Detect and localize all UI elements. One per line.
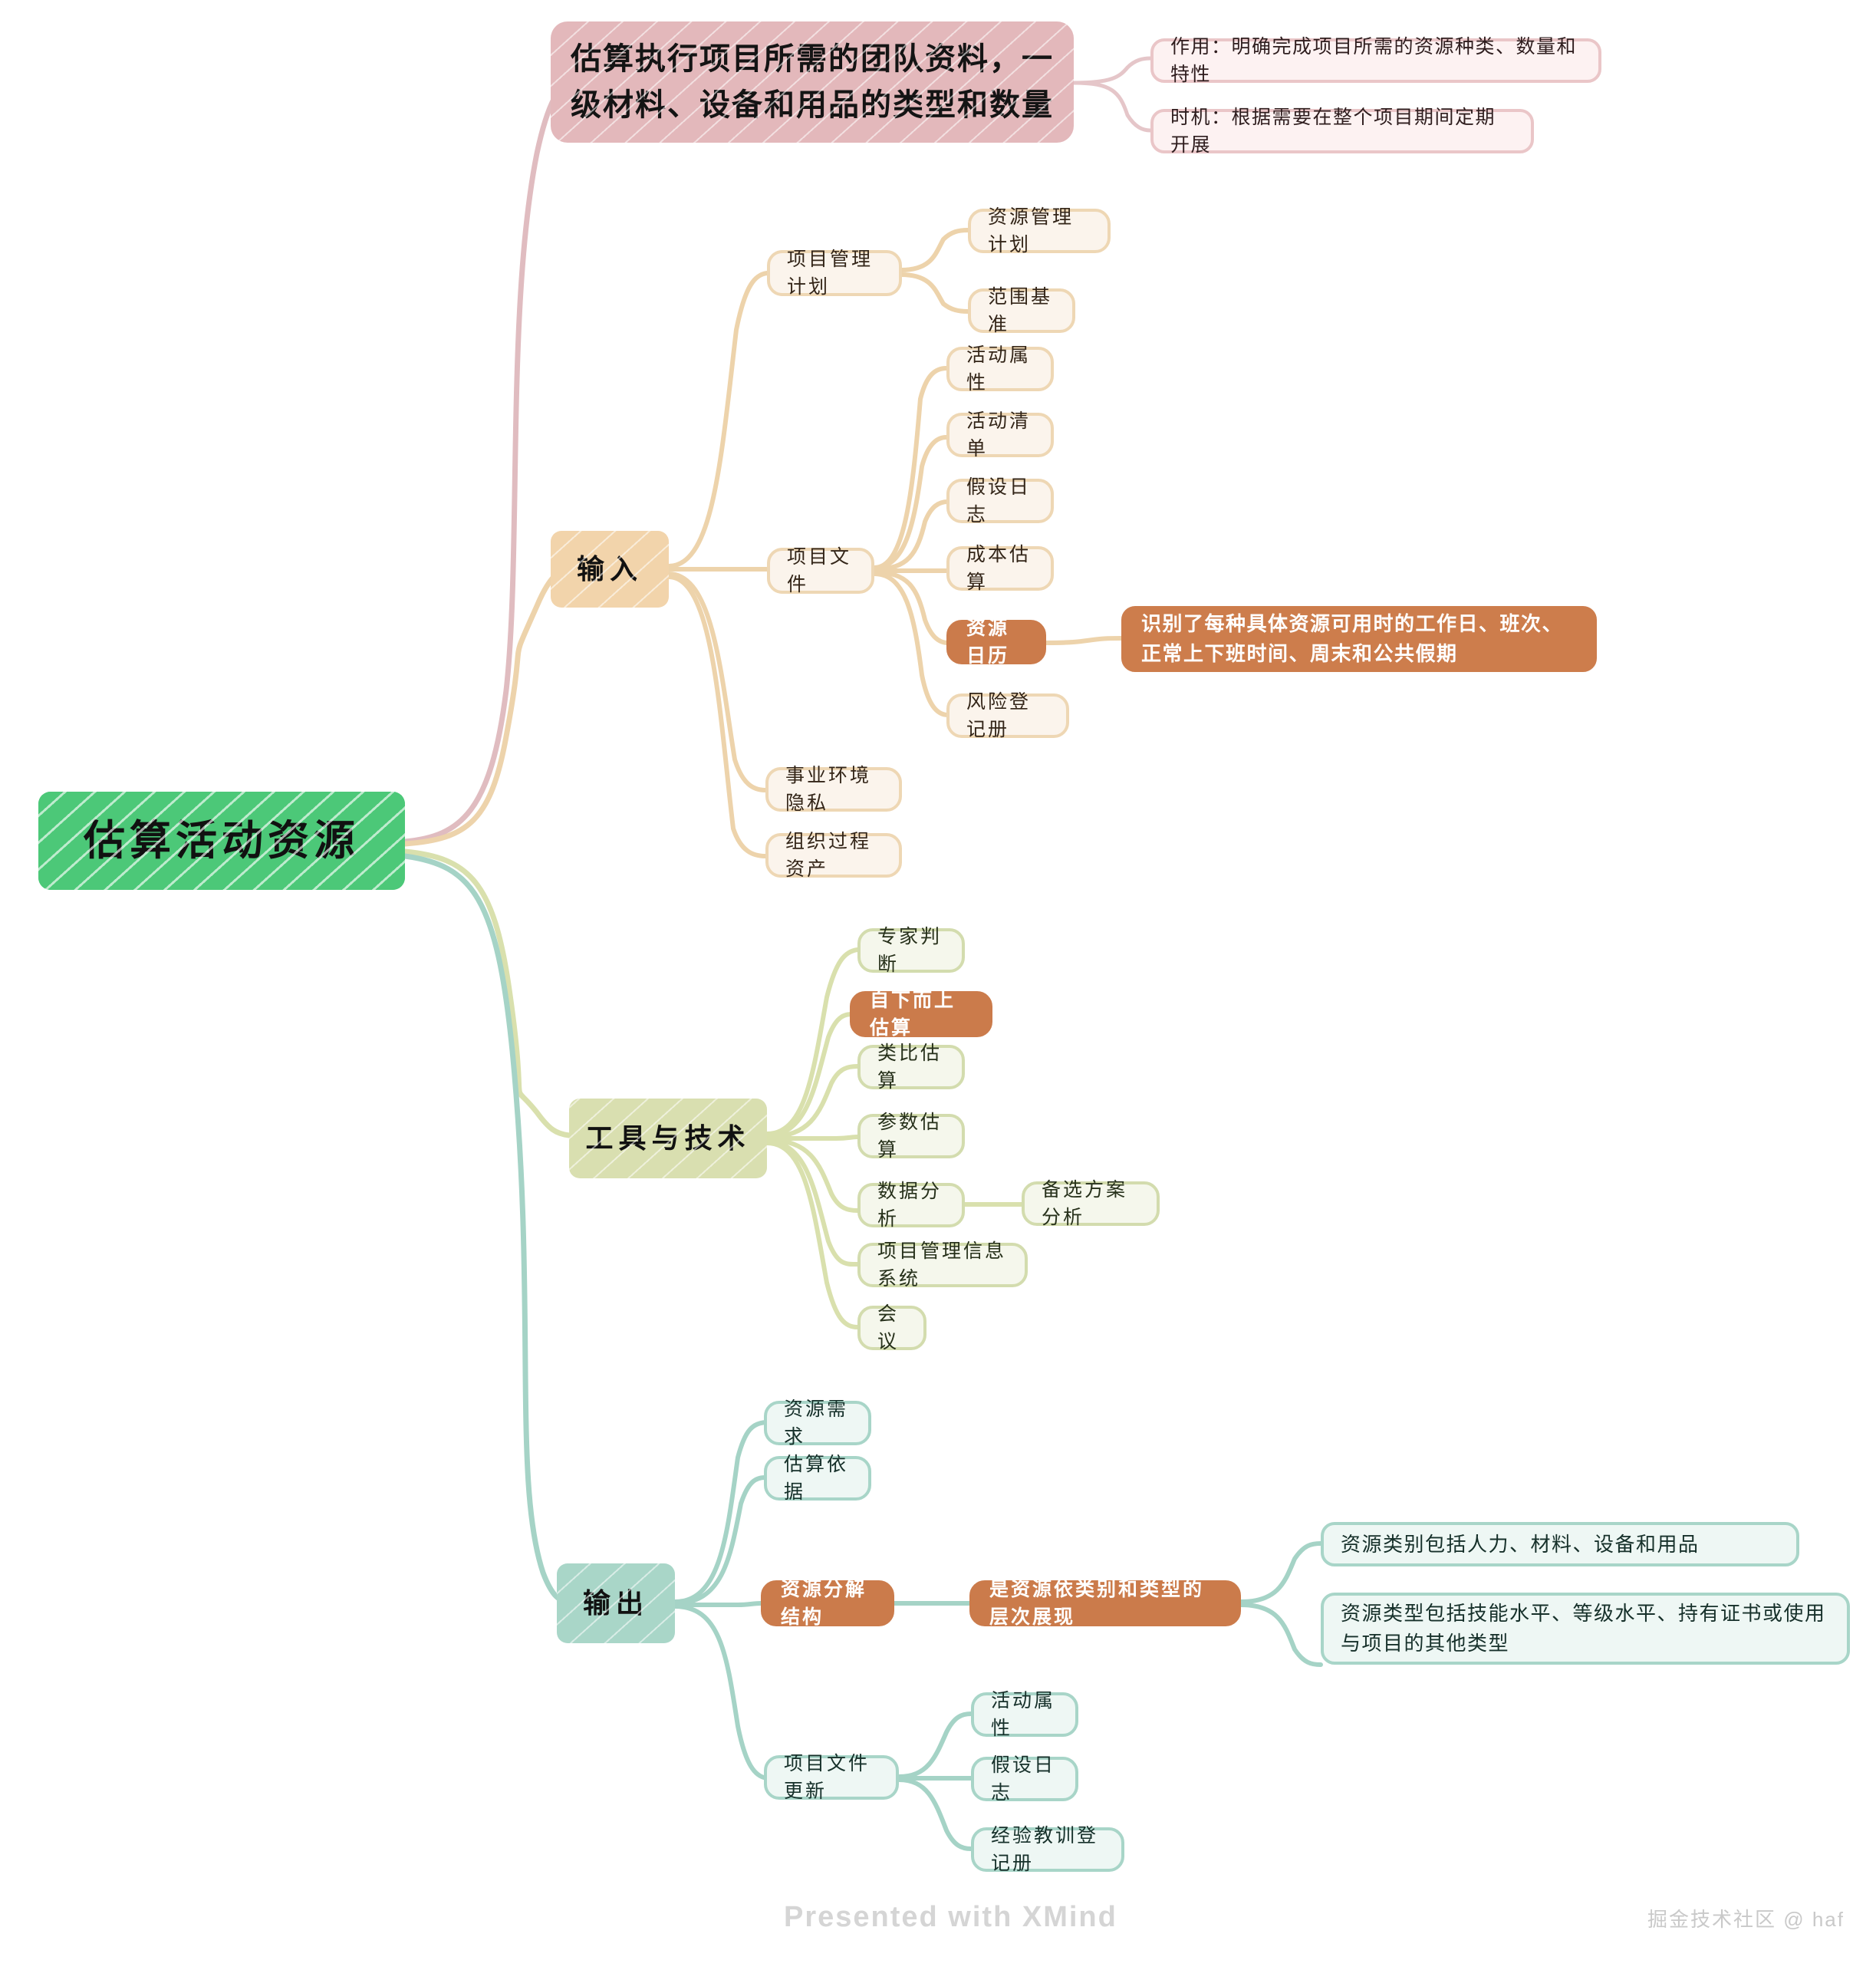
node-rbs-definition[interactable]: 是资源依类别和类型的层次展现 — [969, 1579, 1241, 1628]
node-resource-calendar[interactable]: 资源日历 — [946, 618, 1046, 667]
node-parametric-estimating-label: 参数估算 — [877, 1111, 943, 1161]
node-expert-judgment-label: 专家判断 — [877, 925, 943, 975]
branch-tools-and-techniques[interactable]: 工具与技术 — [569, 1099, 767, 1178]
note-resource-types[interactable]: 资源类型包括技能水平、等级水平、持有证书或使用与项目的其他类型 — [1321, 1593, 1850, 1665]
branch-input-label: 输入 — [576, 552, 643, 585]
note-resource-calendar[interactable]: 识别了每种具体资源可用时的工作日、班次、正常上下班时间、周末和公共假期 — [1121, 606, 1597, 672]
note-resource-types-label: 资源类型包括技能水平、等级水平、持有证书或使用与项目的其他类型 — [1341, 1602, 1826, 1655]
node-analogous-estimating-label: 类比估算 — [877, 1042, 943, 1092]
node-assumption-log-output[interactable]: 假设日志 — [971, 1754, 1078, 1804]
node-cost-estimate[interactable]: 成本估算 — [946, 544, 1054, 593]
summary-note-timing-label: 时机：根据需要在整个项目期间定期开展 — [1170, 106, 1496, 156]
node-resource-management-plan-label: 资源管理计划 — [988, 206, 1075, 255]
node-organizational-process-assets[interactable]: 组织过程资产 — [765, 831, 902, 880]
node-parametric-estimating[interactable]: 参数估算 — [857, 1112, 965, 1161]
summary-node-label: 估算执行项目所需的团队资料，一级材料、设备和用品的类型和数量 — [571, 42, 1054, 122]
node-project-document-updates-label: 项目文件更新 — [784, 1752, 871, 1802]
node-pmis[interactable]: 项目管理信息系统 — [857, 1240, 1028, 1290]
node-bottom-up-estimating-label: 自下而上估算 — [870, 989, 956, 1039]
root-node[interactable]: 估算活动资源 — [38, 792, 405, 890]
branch-tools-and-techniques-label: 工具与技术 — [585, 1122, 751, 1154]
node-scope-baseline-label: 范围基准 — [988, 285, 1053, 335]
node-project-document-updates[interactable]: 项目文件更新 — [764, 1753, 899, 1802]
node-resource-calendar-label: 资源日历 — [966, 617, 1010, 667]
node-activity-attributes-input-label: 活动属性 — [966, 344, 1032, 394]
node-rbs-definition-label: 是资源依类别和类型的层次展现 — [989, 1578, 1205, 1628]
node-enterprise-environmental-factors[interactable]: 事业环境隐私 — [765, 765, 902, 814]
node-enterprise-environmental-factors-label: 事业环境隐私 — [785, 764, 872, 814]
node-data-analysis[interactable]: 数据分析 — [857, 1181, 965, 1230]
node-project-documents[interactable]: 项目文件 — [767, 546, 874, 595]
node-activity-attributes-output[interactable]: 活动属性 — [971, 1690, 1078, 1739]
node-resource-requirements-label: 资源需求 — [784, 1398, 849, 1448]
summary-node[interactable]: 估算执行项目所需的团队资料，一级材料、设备和用品的类型和数量 — [551, 21, 1074, 143]
branch-input[interactable]: 输入 — [551, 531, 669, 608]
node-activity-attributes-output-label: 活动属性 — [991, 1689, 1056, 1739]
node-activity-list[interactable]: 活动清单 — [946, 410, 1054, 460]
watermark-label: 掘金技术社区 @ haf — [1647, 1908, 1845, 1931]
node-resource-breakdown-structure[interactable]: 资源分解结构 — [761, 1579, 894, 1628]
node-resource-management-plan[interactable]: 资源管理计划 — [968, 206, 1111, 255]
node-assumption-log-output-label: 假设日志 — [991, 1754, 1056, 1804]
node-analogous-estimating[interactable]: 类比估算 — [857, 1043, 965, 1092]
node-project-management-plan[interactable]: 项目管理计划 — [767, 249, 902, 298]
note-resource-categories-label: 资源类别包括人力、材料、设备和用品 — [1341, 1532, 1700, 1556]
note-resource-calendar-label: 识别了每种具体资源可用时的工作日、班次、正常上下班时间、周末和公共假期 — [1141, 612, 1564, 665]
node-alternatives-analysis[interactable]: 备选方案分析 — [1022, 1179, 1160, 1228]
node-assumption-log-input-label: 假设日志 — [966, 476, 1032, 525]
node-resource-requirements[interactable]: 资源需求 — [764, 1398, 871, 1448]
node-risk-register-label: 风险登记册 — [966, 690, 1032, 740]
xmind-brand: Presented with XMind — [784, 1901, 1117, 1934]
node-scope-baseline[interactable]: 范围基准 — [968, 286, 1075, 335]
node-activity-list-label: 活动清单 — [966, 410, 1032, 460]
node-alternatives-analysis-label: 备选方案分析 — [1042, 1178, 1128, 1228]
node-data-analysis-label: 数据分析 — [877, 1180, 943, 1230]
node-assumption-log-input[interactable]: 假设日志 — [946, 476, 1054, 525]
node-expert-judgment[interactable]: 专家判断 — [857, 926, 965, 975]
node-project-management-plan-label: 项目管理计划 — [787, 248, 874, 298]
node-project-documents-label: 项目文件 — [787, 545, 852, 595]
node-bottom-up-estimating[interactable]: 自下而上估算 — [850, 990, 992, 1039]
summary-note-purpose[interactable]: 作用：明确完成项目所需的资源种类、数量和特性 — [1150, 36, 1601, 85]
node-risk-register[interactable]: 风险登记册 — [946, 691, 1069, 740]
node-meetings[interactable]: 会议 — [857, 1303, 926, 1352]
node-activity-attributes-input[interactable]: 活动属性 — [946, 344, 1054, 394]
summary-note-timing[interactable]: 时机：根据需要在整个项目期间定期开展 — [1150, 107, 1534, 156]
node-resource-breakdown-structure-label: 资源分解结构 — [781, 1578, 867, 1628]
note-resource-categories[interactable]: 资源类别包括人力、材料、设备和用品 — [1321, 1522, 1799, 1566]
root-node-label: 估算活动资源 — [84, 817, 360, 864]
node-lessons-learned-register-label: 经验教训登记册 — [991, 1824, 1099, 1874]
node-basis-of-estimates-label: 估算依据 — [784, 1453, 849, 1503]
node-organizational-process-assets-label: 组织过程资产 — [785, 830, 872, 880]
xmind-brand-label: Presented with XMind — [784, 1901, 1117, 1933]
branch-output-label: 输出 — [582, 1586, 649, 1619]
watermark: 掘金技术社区 @ haf — [1647, 1904, 1845, 1932]
node-basis-of-estimates[interactable]: 估算依据 — [764, 1454, 871, 1503]
node-lessons-learned-register[interactable]: 经验教训登记册 — [971, 1825, 1124, 1874]
summary-note-purpose-label: 作用：明确完成项目所需的资源种类、数量和特性 — [1170, 35, 1578, 85]
branch-output[interactable]: 输出 — [557, 1563, 675, 1643]
node-cost-estimate-label: 成本估算 — [966, 543, 1032, 593]
node-meetings-label: 会议 — [877, 1303, 900, 1352]
node-pmis-label: 项目管理信息系统 — [877, 1240, 1007, 1290]
